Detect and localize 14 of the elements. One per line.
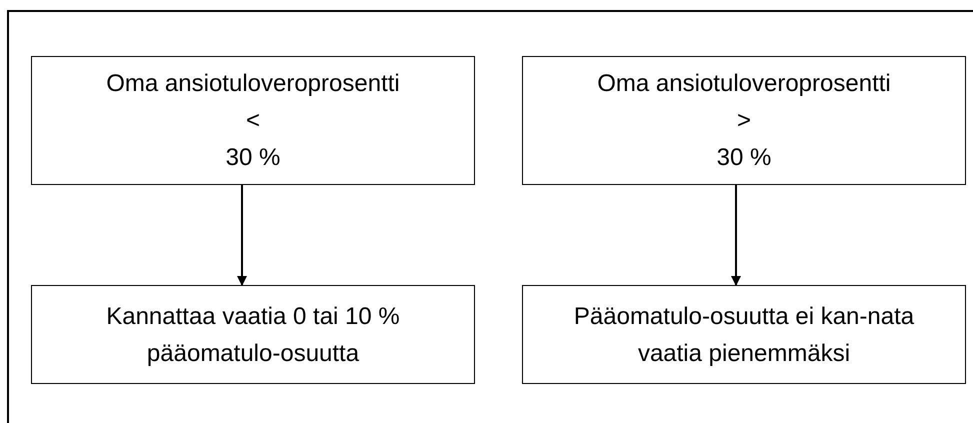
box-text: 30 %: [226, 143, 280, 173]
text-box: [522, 285, 966, 384]
box-text: Kannattaa vaatia 0 tai 10 % pääomatulo-osuutta: [105, 302, 401, 368]
text-box: [31, 56, 475, 185]
arrow: [237, 185, 247, 286]
box-text: >: [736, 106, 751, 136]
text-box: [522, 56, 966, 185]
text-box: [31, 285, 475, 384]
box-text: Pääomatulo-osuutta ei kan-nata vaatia pienemmäksi: [572, 302, 916, 368]
arrow: [731, 185, 741, 286]
box-text: 30 %: [716, 143, 772, 173]
box-text: Oma ansiotuloveroprosentti: [106, 69, 400, 99]
box-text: Oma ansiotuloveroprosentti: [597, 69, 891, 99]
box-text: <: [246, 106, 260, 136]
